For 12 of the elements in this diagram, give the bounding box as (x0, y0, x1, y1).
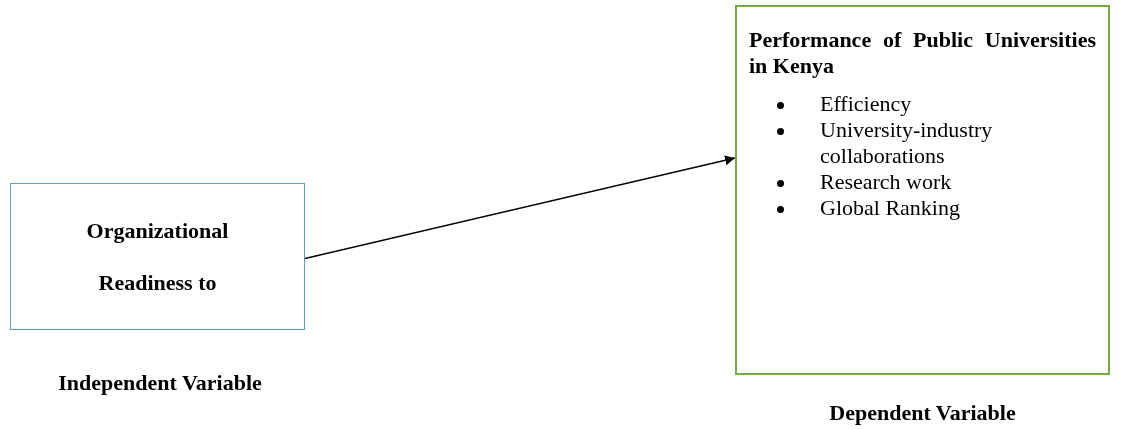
arrow (304, 155, 736, 260)
variable-caption: Dependent Variable (829, 399, 1016, 427)
variable-caption: Independent Variable (58, 369, 262, 397)
list-item: Efficiency (820, 91, 912, 117)
list-item: Global Ranking (820, 195, 960, 221)
box-text: Organizational (86, 217, 229, 245)
variable-box (735, 5, 1110, 375)
variable-box (10, 183, 305, 330)
box-heading: Performance of Public Universities in Kenya (749, 27, 1096, 79)
list-item: University-industry collaborations (820, 117, 994, 169)
list-item: Research work (820, 169, 952, 195)
box-text: Readiness to (98, 268, 217, 296)
